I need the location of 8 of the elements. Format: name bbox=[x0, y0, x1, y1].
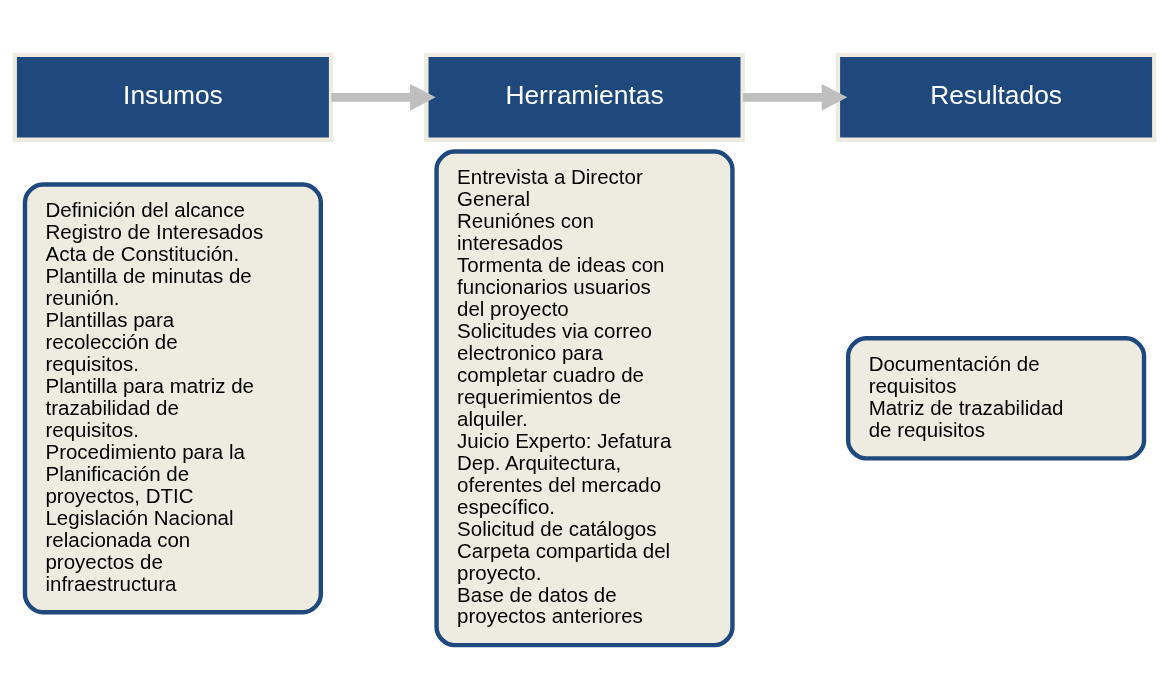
node-box: Herramientas bbox=[424, 52, 745, 142]
node-box: Documentación de requisitos Matriz de trazabilidad de requisitos bbox=[845, 336, 1147, 461]
node-box: Entrevista a Director General Reuniónes con interesados Tormenta de ideas con funcionarios usuarios del proyecto Solicitudes via correo electronico para completar cuadro de requerimientos de alquiler. Juicio Experto: Jefatura Dep. Arquitectura, oferentes del mercado específico. Solicitud de catálogos Carpeta compartida del proyecto. Base de datos de proyectos anteriores bbox=[434, 149, 735, 648]
arrow bbox=[331, 83, 436, 111]
node-box: Insumos bbox=[12, 52, 334, 142]
node-box: Resultados bbox=[835, 52, 1157, 142]
node-box: Definición del alcance Registro de Interesados Acta de Constitución. Plantilla de minutas de reunión. Plantillas para recolección de requisitos. Plantilla para matriz de trazabilidad de requisitos. Procedimiento para la Planificación de proyectos, DTIC Legislación Nacional relacionada con proyectos de infraestructura bbox=[22, 182, 324, 615]
arrow bbox=[742, 83, 848, 111]
